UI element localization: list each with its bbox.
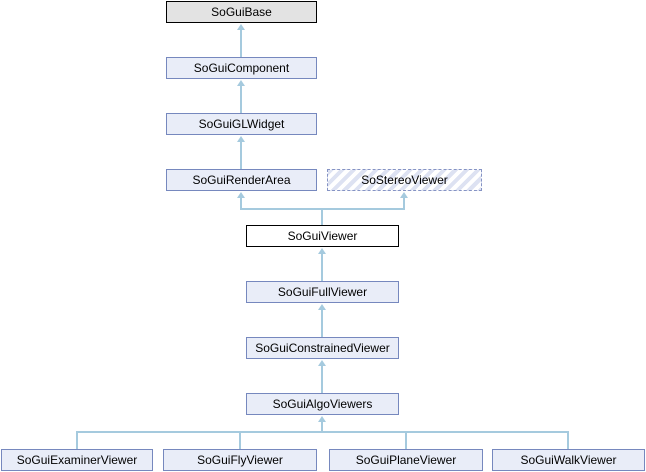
inheritance-arrowhead-icon [318, 416, 326, 422]
edge-algo-fan-stem [321, 421, 323, 433]
edge-examiner-to-algo [76, 431, 78, 449]
node-soguiplaneviewer[interactable]: SoGuiPlaneViewer [329, 449, 483, 471]
inheritance-arrowhead-icon [318, 360, 326, 366]
node-sostereoviewer[interactable]: SoStereoViewer [327, 169, 482, 191]
node-soguibase: SoGuiBase [166, 1, 317, 23]
edge-renderarea-to-glwidget [240, 141, 242, 169]
edge-component-to-base [240, 29, 242, 57]
node-soguirenderarea[interactable]: SoGuiRenderArea [166, 169, 317, 191]
node-soguiwalkviewer[interactable]: SoGuiWalkViewer [492, 449, 645, 471]
inheritance-arrowhead-icon [237, 136, 245, 142]
inheritance-arrowhead-icon [318, 304, 326, 310]
node-soguiexaminerviewer[interactable]: SoGuiExaminerViewer [1, 449, 153, 471]
edge-fullviewer-to-viewer [321, 253, 323, 281]
node-soguiconstrainedviewer[interactable]: SoGuiConstrainedViewer [246, 337, 399, 359]
inheritance-arrowhead-icon [237, 192, 245, 198]
edge-viewer-to-renderarea [240, 197, 242, 210]
node-soguiviewer[interactable]: SoGuiViewer [246, 225, 399, 247]
inheritance-arrowhead-icon [237, 24, 245, 30]
inheritance-arrowhead-icon [318, 248, 326, 254]
edge-algo-to-constrained [321, 365, 323, 393]
edge-viewer-to-stereoviewer [403, 197, 405, 210]
edge-fly-to-algo [239, 431, 241, 449]
node-soguiglwidget[interactable]: SoGuiGLWidget [166, 113, 317, 135]
node-soguifullviewer[interactable]: SoGuiFullViewer [246, 281, 399, 303]
inheritance-arrowhead-icon [237, 80, 245, 86]
node-soguicomponent[interactable]: SoGuiComponent [166, 57, 317, 79]
edge-algo-fan-horizontal [76, 431, 569, 433]
edge-constrained-to-fullviewer [321, 309, 323, 337]
edge-walk-to-algo [567, 431, 569, 449]
node-soguiflyviewer[interactable]: SoGuiFlyViewer [163, 449, 317, 471]
inheritance-arrowhead-icon [400, 192, 408, 198]
node-soguialgoviewers[interactable]: SoGuiAlgoViewers [246, 393, 399, 415]
edge-viewer-stem [321, 208, 323, 225]
edge-glwidget-to-component [240, 85, 242, 113]
edge-plane-to-algo [405, 431, 407, 449]
